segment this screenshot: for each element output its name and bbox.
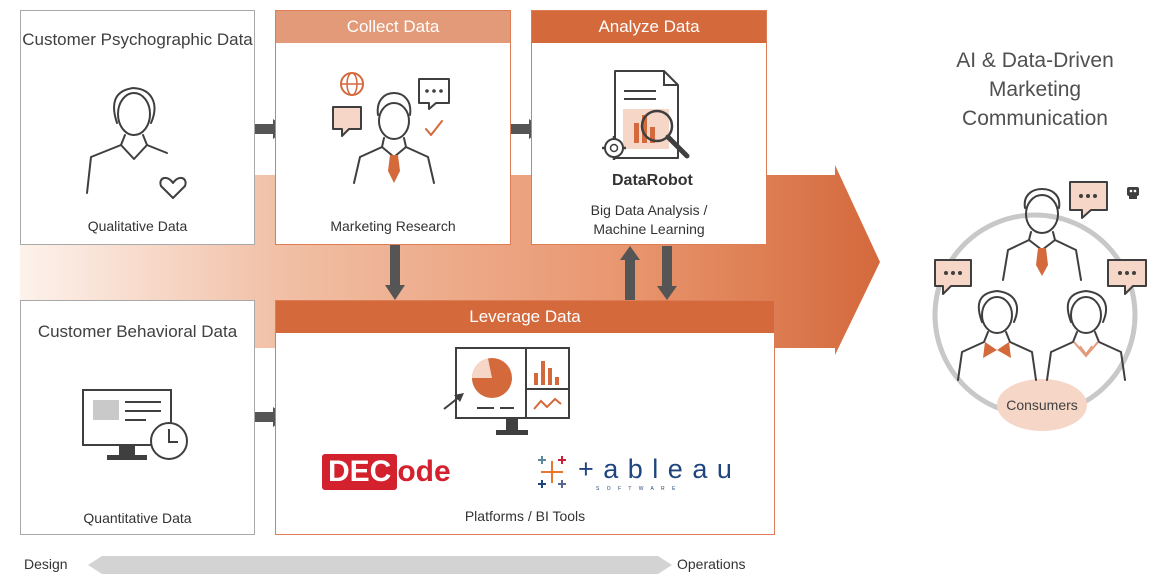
psychographic-title: Customer Psychographic Data: [22, 30, 253, 49]
consumers-illustration: [932, 181, 1147, 431]
leverage-caption: Platforms / BI Tools: [464, 508, 586, 524]
decode-logo-box: DEC: [322, 454, 398, 490]
datarobot-logo-icon: [1127, 187, 1139, 199]
psychographic-caption: Qualitative Data: [87, 218, 188, 234]
psychographic-data-box: Customer Psychographic Data Qualitative …: [20, 10, 255, 245]
axis-design-label: Design: [24, 556, 68, 572]
collect-data-box: Collect Data Marketing Research: [275, 10, 511, 245]
monitor-clock-icon: [82, 389, 188, 460]
leverage-data-header: Leverage Data: [276, 301, 774, 333]
tableau-logo-text: + a b l e a u: [578, 454, 733, 484]
analyze-caption-line1: Big Data Analysis /: [590, 202, 708, 218]
behavioral-title: Customer Behavioral Data: [37, 322, 238, 341]
decode-logo-rest: ode: [397, 455, 451, 488]
outcome-title-line1: AI & Data-Driven: [956, 49, 1114, 72]
analyze-caption-line2: Machine Learning: [593, 221, 705, 237]
arrow-analyze-to-leverage: [657, 246, 677, 300]
collect-data-header: Collect Data: [276, 11, 510, 43]
collect-data-caption: Marketing Research: [330, 218, 456, 234]
woman-heart-icon: [86, 87, 187, 199]
behavioral-data-box: Customer Behavioral Data Quantitative Da…: [20, 300, 255, 535]
design-operations-axis: [88, 556, 672, 574]
outcome-title-line3: Communication: [962, 107, 1108, 130]
outcome-title-line2: Marketing: [988, 78, 1082, 101]
tableau-cross-icon: [538, 456, 566, 488]
consumers-label: Consumers: [1006, 397, 1078, 413]
dashboard-monitor-icon: [443, 347, 570, 435]
outcome-title: AI & Data-Driven Marketing Communication: [925, 46, 1145, 133]
datarobot-logo: DataRobot: [612, 172, 693, 189]
arrow-collect-to-leverage: [385, 245, 405, 300]
axis-operations-label: Operations: [677, 556, 746, 572]
document-analysis-icon: [602, 70, 690, 160]
analyze-data-header: Analyze Data: [532, 11, 766, 43]
behavioral-caption: Quantitative Data: [83, 510, 192, 526]
arrow-leverage-to-analyze: [620, 246, 640, 300]
tableau-logo-sub: S O F T W A R E: [596, 486, 679, 492]
researcher-icon: [332, 72, 450, 184]
analyze-data-box: Analyze Data DataRobot Big Data Analysis…: [531, 10, 1139, 245]
